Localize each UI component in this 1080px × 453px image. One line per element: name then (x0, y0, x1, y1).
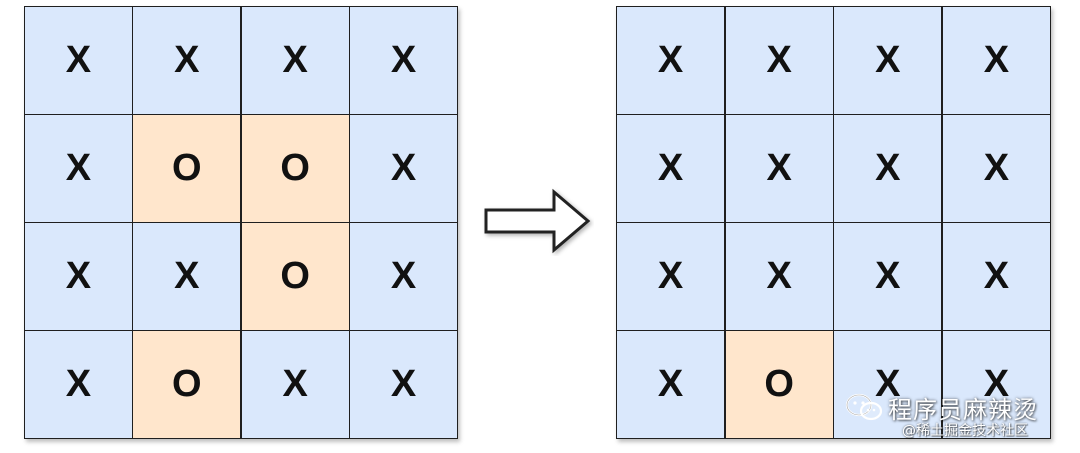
after-cell-r0-c0: X (617, 7, 725, 114)
watermark-title: 程序员麻辣烫 (888, 396, 1038, 424)
before-cell-r2-c2: O (241, 223, 349, 330)
after-cell-r1-c0: X (617, 115, 725, 222)
before-cell-r1-c2: O (241, 115, 349, 222)
before-cell-r3-c2: X (241, 331, 349, 438)
before-cell-r3-c0: X (25, 331, 132, 438)
watermark-subtitle: @稀土掘金技术社区 (902, 423, 1028, 439)
after-cell-r2-c0: X (617, 223, 725, 330)
after-cell-r2-c2: X (834, 223, 942, 330)
after-cell-r3-c3: X (942, 331, 1050, 438)
before-cell-r0-c0: X (25, 7, 132, 114)
after-cell-r0-c2: X (834, 7, 942, 114)
after-cell-r3-c0: X (617, 331, 725, 438)
before-cell-r2-c3: X (350, 223, 457, 330)
after-cell-r0-c3: X (942, 7, 1050, 114)
after-cell-r1-c3: X (942, 115, 1050, 222)
wechat-icon (845, 393, 883, 421)
before-cell-r0-c3: X (350, 7, 457, 114)
after-cell-r2-c1: X (725, 223, 833, 330)
right-arrow-icon (484, 188, 591, 254)
after-cell-r2-c3: X (942, 223, 1050, 330)
after-cell-r1-c2: X (834, 115, 942, 222)
before-cell-r0-c1: X (133, 7, 241, 114)
before-cell-r1-c1: O (133, 115, 241, 222)
before-cell-r3-c3: X (350, 331, 457, 438)
before-cell-r0-c2: X (241, 7, 349, 114)
before-cell-r2-c0: X (25, 223, 132, 330)
before-cell-r1-c0: X (25, 115, 132, 222)
after-cell-r3-c1: O (725, 331, 833, 438)
after-cell-r0-c1: X (725, 7, 833, 114)
watermark: 程序员麻辣烫 @稀土掘金技术社区 (832, 388, 1072, 448)
before-cell-r3-c1: O (133, 331, 241, 438)
after-cell-r3-c2: X (834, 331, 942, 438)
before-cell-r2-c1: X (133, 223, 241, 330)
after-cell-r1-c1: X (725, 115, 833, 222)
before-cell-r1-c3: X (350, 115, 457, 222)
